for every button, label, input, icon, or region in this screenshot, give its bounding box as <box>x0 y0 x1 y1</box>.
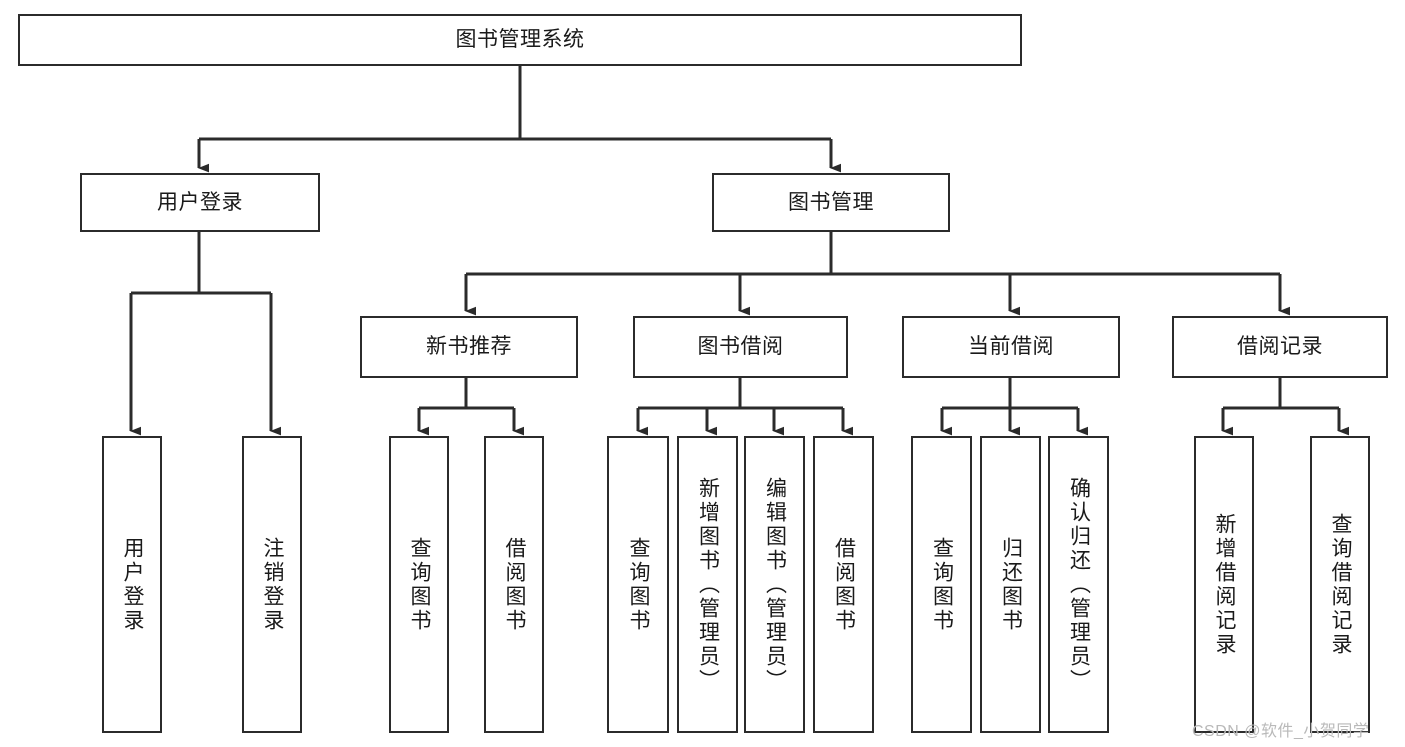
node-current-borrowing[interactable]: 当前借阅 <box>902 316 1120 378</box>
node-label: 借阅记录 <box>1237 335 1323 359</box>
node-label: 图书管理系统 <box>455 28 585 52</box>
leaf-user-login[interactable]: 用户登录 <box>102 436 162 733</box>
leaf-query-books-current[interactable]: 查询图书 <box>911 436 972 733</box>
node-root-book-management-system[interactable]: 图书管理系统 <box>18 14 1022 66</box>
node-new-book-recommendation[interactable]: 新书推荐 <box>360 316 578 378</box>
leaf-borrow-books-recommend[interactable]: 借阅图书 <box>484 436 544 733</box>
leaf-confirm-return-admin[interactable]: 确认归还（管理员） <box>1048 436 1109 733</box>
leaf-query-borrow-record[interactable]: 查询借阅记录 <box>1310 436 1370 733</box>
node-borrow-records[interactable]: 借阅记录 <box>1172 316 1388 378</box>
leaf-edit-book-admin[interactable]: 编辑图书（管理员） <box>744 436 805 733</box>
node-label: 用户登录 <box>121 536 145 633</box>
node-label: 查询图书 <box>408 536 432 633</box>
node-label: 新增借阅记录 <box>1213 512 1237 657</box>
node-label: 当前借阅 <box>968 335 1054 359</box>
leaf-borrow-books[interactable]: 借阅图书 <box>813 436 874 733</box>
node-label: 用户登录 <box>157 190 243 214</box>
leaf-return-books[interactable]: 归还图书 <box>980 436 1041 733</box>
node-label: 图书借阅 <box>697 335 784 359</box>
node-book-borrowing[interactable]: 图书借阅 <box>633 316 848 378</box>
leaf-add-book-admin[interactable]: 新增图书（管理员） <box>677 436 738 733</box>
node-label: 借阅图书 <box>503 536 527 633</box>
node-label: 确认归还（管理员） <box>1067 476 1091 693</box>
node-label: 编辑图书（管理员） <box>763 476 787 693</box>
node-label: 新增图书（管理员） <box>696 476 720 693</box>
node-label: 查询图书 <box>627 536 651 633</box>
node-label: 注销登录 <box>261 536 285 633</box>
csdn-watermark: CSDN @软件_小贺同学 <box>1192 723 1370 740</box>
node-label: 查询图书 <box>930 536 954 633</box>
node-label: 图书管理 <box>788 190 874 214</box>
node-label: 新书推荐 <box>426 335 512 359</box>
node-user-login[interactable]: 用户登录 <box>80 173 320 232</box>
leaf-add-borrow-record[interactable]: 新增借阅记录 <box>1194 436 1254 733</box>
node-book-management[interactable]: 图书管理 <box>712 173 950 232</box>
leaf-logout[interactable]: 注销登录 <box>242 436 302 733</box>
node-label: 查询借阅记录 <box>1329 512 1353 657</box>
node-label: 借阅图书 <box>832 536 856 633</box>
leaf-query-books-borrow[interactable]: 查询图书 <box>607 436 669 733</box>
node-label: 归还图书 <box>999 536 1023 633</box>
leaf-query-books-recommend[interactable]: 查询图书 <box>389 436 449 733</box>
